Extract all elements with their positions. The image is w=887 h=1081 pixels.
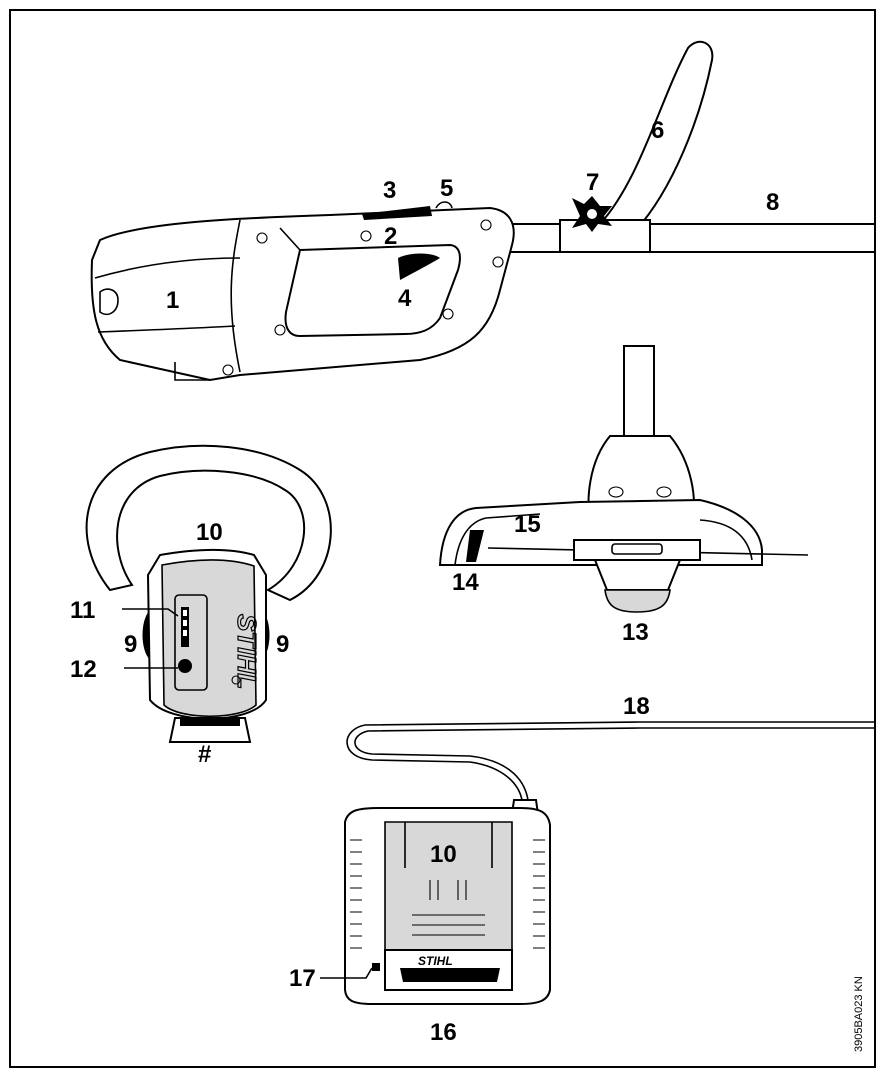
wing-screw-hole (587, 209, 597, 219)
gear-screw (656, 486, 672, 498)
housing-front-recess (99, 288, 119, 316)
label-10-charger: 10 (430, 841, 457, 868)
battery-grid (412, 914, 485, 936)
battery-slots (429, 880, 467, 900)
charger-view: STIHL (344, 721, 875, 1005)
battery-screw (231, 675, 241, 685)
deflector-inner (454, 513, 541, 566)
speed-button (435, 201, 453, 209)
housing-line (94, 257, 241, 279)
label-6: 6 (651, 117, 664, 144)
leader-lines (122, 608, 373, 979)
spool-body (593, 559, 682, 591)
switch-lockout-lever (362, 206, 432, 220)
screw (256, 232, 268, 244)
rear-loop-handle (85, 444, 332, 602)
charger-fins-left (350, 839, 362, 949)
power-cable-2 (354, 727, 875, 801)
label-13: 13 (622, 619, 649, 646)
label-8: 8 (766, 189, 779, 216)
leader-11 (122, 608, 179, 617)
spool-slot (611, 543, 663, 555)
battery-face (161, 559, 257, 717)
led-gap (183, 630, 187, 636)
label-15: 15 (514, 511, 541, 538)
handle-clamp (559, 219, 651, 253)
label-18: 18 (623, 693, 650, 720)
battery-button-icon (178, 659, 192, 673)
battery-rear-view: STIHL (85, 444, 332, 743)
label-3: 3 (383, 177, 396, 204)
charge-led-bar (181, 607, 189, 647)
trigger (398, 253, 440, 280)
label-hash: # (198, 741, 211, 768)
base-strip (180, 718, 240, 726)
label-4: 4 (398, 285, 412, 312)
grip-edge (279, 227, 301, 251)
charger-led (372, 963, 380, 971)
label-9-left: 9 (124, 631, 137, 658)
label-2: 2 (384, 223, 397, 250)
battery-ribs (404, 822, 493, 868)
label-14: 14 (452, 569, 479, 596)
screw (492, 256, 504, 268)
screw (274, 324, 286, 336)
leader-17 (320, 967, 373, 979)
line-limiter-blade (466, 530, 484, 562)
screw (222, 364, 234, 376)
label-16: 16 (430, 1019, 457, 1046)
spool-top (573, 539, 701, 561)
led-gap (183, 610, 187, 616)
charger-fins-right (533, 839, 545, 949)
label-5: 5 (440, 175, 453, 202)
label-10-battery: 10 (196, 519, 223, 546)
brand-logo: STIHL (232, 614, 262, 689)
spool-knob (604, 589, 671, 613)
charger-logo: STIHL (418, 954, 453, 968)
power-cable (346, 721, 875, 801)
mowing-head-view (438, 345, 809, 613)
label-7: 7 (586, 169, 599, 196)
battery-panel (174, 594, 208, 691)
screw (442, 308, 454, 320)
charger-slot (400, 968, 500, 982)
led-gap (183, 620, 187, 626)
gear-screw (608, 486, 624, 498)
screw (480, 219, 492, 231)
callout-labels: 1 2 3 4 5 6 7 8 9 9 10 10 11 12 13 14 15… (70, 117, 779, 1046)
label-12: 12 (70, 656, 97, 683)
housing-line-lower (97, 325, 236, 333)
label-11: 11 (70, 597, 95, 624)
label-1: 1 (166, 287, 179, 314)
figure-code: 3905BA023 KN (853, 976, 865, 1052)
label-17: 17 (289, 965, 316, 992)
loop-handle (598, 40, 714, 232)
head-shaft (623, 345, 655, 441)
housing-seam (230, 219, 241, 373)
screw (360, 230, 372, 242)
label-9-right: 9 (276, 631, 289, 658)
trimmer-body (90, 40, 876, 382)
housing-foot (174, 362, 210, 381)
